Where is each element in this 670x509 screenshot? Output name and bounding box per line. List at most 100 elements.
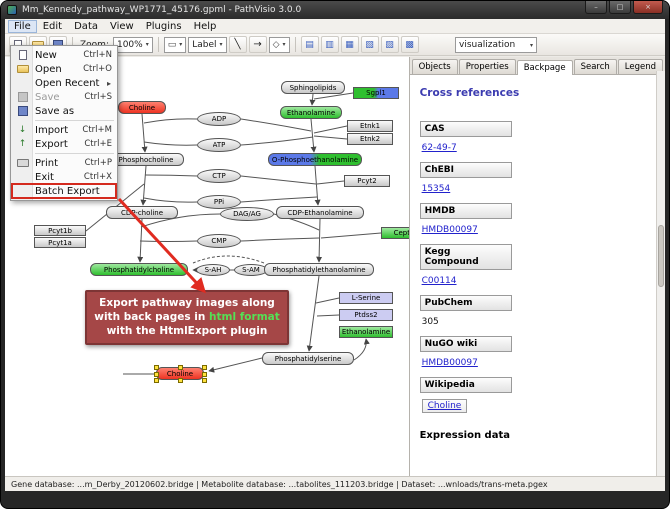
section-value[interactable]: Choline: [421, 399, 468, 413]
file-menu-item-open-recent[interactable]: Open Recent▸: [12, 76, 116, 90]
node-cdp-choline[interactable]: CDP-choline: [106, 206, 178, 219]
minimize-button[interactable]: –: [585, 1, 607, 14]
visualization-select[interactable]: visualization ▾: [455, 37, 537, 53]
node-o-phosphoethanolamine[interactable]: O-Phosphoethanolamine: [268, 153, 362, 166]
zoom-value: 100%: [116, 39, 143, 50]
node-s-am[interactable]: S-AM: [234, 264, 268, 276]
menu-file[interactable]: File: [8, 19, 37, 33]
menu-plugins[interactable]: Plugins: [145, 20, 182, 32]
section-value[interactable]: C00114: [421, 276, 457, 286]
node-cdp-ethanolamine[interactable]: CDP-Ethanolamine: [276, 206, 364, 219]
menu-edit[interactable]: Edit: [42, 20, 63, 32]
distribute-horizontal-button[interactable]: ▧: [360, 36, 379, 53]
save-icon: [13, 92, 32, 102]
node-dag-ag[interactable]: DAG/AG: [220, 207, 274, 221]
section-value[interactable]: 62-49-7: [421, 143, 457, 153]
node-ethanolamine[interactable]: Ethanolamine: [280, 106, 342, 119]
node-s-ah[interactable]: S-AH: [196, 264, 230, 276]
align-center-y-button[interactable]: ▥: [320, 36, 339, 53]
node-etnk1[interactable]: Etnk1: [347, 120, 393, 132]
node-atp[interactable]: ATP: [197, 138, 241, 152]
node-adp[interactable]: ADP: [197, 112, 241, 126]
shape-select[interactable]: ◇ ▾: [268, 36, 290, 53]
align-center-x-button[interactable]: ▤: [300, 36, 319, 53]
node-ctp[interactable]: CTP: [197, 169, 241, 183]
scrollbar-thumb[interactable]: [658, 224, 664, 287]
tab-objects[interactable]: Objects: [411, 59, 458, 74]
node-ptdss2[interactable]: Ptdss2: [339, 309, 393, 321]
node-phosphatidylethanolamine[interactable]: Phosphatidylethanolamine: [264, 263, 374, 276]
arrow-tool-button[interactable]: →: [248, 36, 267, 53]
node-pcyt2[interactable]: Pcyt2: [344, 175, 390, 187]
label-tool-text: Label: [192, 39, 217, 50]
sidebar-scrollbar[interactable]: [656, 71, 665, 476]
node-phosphatidylserine[interactable]: Phosphatidylserine: [262, 352, 354, 365]
selection-handle[interactable]: [154, 365, 159, 370]
node-sphingolipids[interactable]: Sphingolipids: [281, 81, 345, 94]
tab-search[interactable]: Search: [573, 59, 617, 74]
node-label: Pcyt2: [357, 177, 377, 185]
node-pcyt1b[interactable]: Pcyt1b: [34, 225, 86, 236]
menu-item-label: Import: [35, 124, 69, 136]
selection-handle[interactable]: [154, 371, 159, 377]
tab-properties[interactable]: Properties: [458, 59, 516, 74]
node-cmp[interactable]: CMP: [197, 234, 241, 248]
selection-handle[interactable]: [178, 378, 183, 383]
selection-handle[interactable]: [202, 365, 207, 370]
node-ethanolamine[interactable]: Ethanolamine: [339, 326, 393, 338]
tab-legend[interactable]: Legend: [617, 59, 663, 74]
menu-shortcut: Ctrl+X: [83, 172, 112, 182]
node-etnk2[interactable]: Etnk2: [347, 133, 393, 145]
align-left-button[interactable]: ▦: [340, 36, 359, 53]
section-value[interactable]: 15354: [421, 184, 451, 194]
node-label: Phosphocholine: [118, 155, 174, 164]
file-menu-item-save-as[interactable]: Save as: [12, 104, 116, 118]
tab-backpage[interactable]: Backpage: [516, 60, 573, 75]
node-label: Sgpl1: [366, 89, 386, 97]
node-pcyt1a[interactable]: Pcyt1a: [34, 237, 86, 248]
menu-item-label: Batch Export: [35, 185, 100, 197]
node-choline[interactable]: Choline: [118, 101, 166, 114]
line-tool-button[interactable]: ╲: [228, 36, 247, 53]
statusbar-text: Gene database: ...m_Derby_20120602.bridg…: [11, 479, 548, 489]
chevron-down-icon: ▾: [219, 41, 223, 48]
node-sgpl1[interactable]: Sgpl1: [353, 87, 399, 99]
section-value[interactable]: HMDB00097: [421, 225, 478, 235]
node-choline[interactable]: Choline: [154, 365, 207, 383]
common-size-button[interactable]: ▩: [400, 36, 419, 53]
node-phosphatidylcholine[interactable]: Phosphatidylcholine: [90, 263, 188, 276]
menu-data[interactable]: Data: [74, 20, 98, 32]
import-icon: ↓: [18, 125, 27, 135]
menu-help[interactable]: Help: [193, 20, 217, 32]
node-cept1[interactable]: Cept1: [381, 227, 409, 239]
menu-separator: [35, 153, 114, 154]
menu-item-label: Open Recent: [35, 77, 100, 89]
menu-view[interactable]: View: [110, 20, 134, 32]
selection-handle[interactable]: [154, 378, 159, 383]
distribute-vertical-button[interactable]: ▨: [380, 36, 399, 53]
section-header: CAS: [419, 121, 512, 137]
selection-handle[interactable]: [202, 378, 207, 383]
datanode-type-select[interactable]: ▭ ▾: [163, 36, 187, 53]
node-phosphocholine[interactable]: Phosphocholine: [108, 153, 184, 166]
selection-handle[interactable]: [178, 365, 183, 370]
maximize-button[interactable]: □: [609, 1, 631, 14]
close-button[interactable]: ×: [633, 1, 663, 14]
node-label: Etnk1: [359, 122, 381, 130]
file-menu-item-batch-export[interactable]: Batch Export: [11, 183, 117, 199]
selection-handle[interactable]: [202, 371, 207, 377]
node-l-serine[interactable]: L-Serine: [339, 292, 393, 304]
section-value[interactable]: HMDB00097: [421, 358, 478, 368]
zoom-select[interactable]: 100% ▾: [112, 36, 153, 53]
label-tool-select[interactable]: Label ▾: [188, 36, 227, 53]
